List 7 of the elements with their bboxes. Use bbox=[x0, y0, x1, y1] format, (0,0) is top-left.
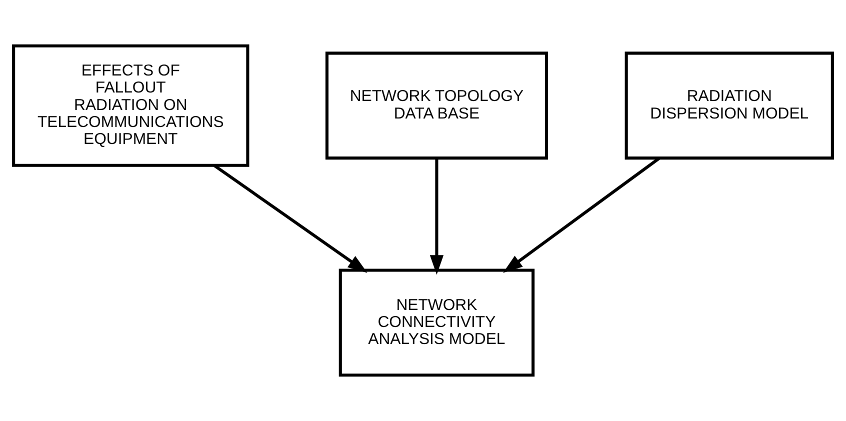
node-box: EFFECTS OF FALLOUT RADIATION ON TELECOMMUNICATIONS EQUIPMENT bbox=[12, 44, 250, 167]
node-box: NETWORK CONNECTIVITY ANALYSIS MODEL bbox=[338, 268, 535, 377]
node-box: NETWORK TOPOLOGY DATA BASE bbox=[325, 52, 548, 160]
arrow bbox=[503, 157, 660, 273]
node-box: RADIATION DISPERSION MODEL bbox=[624, 52, 834, 160]
arrow bbox=[213, 164, 368, 273]
arrow bbox=[430, 158, 444, 275]
